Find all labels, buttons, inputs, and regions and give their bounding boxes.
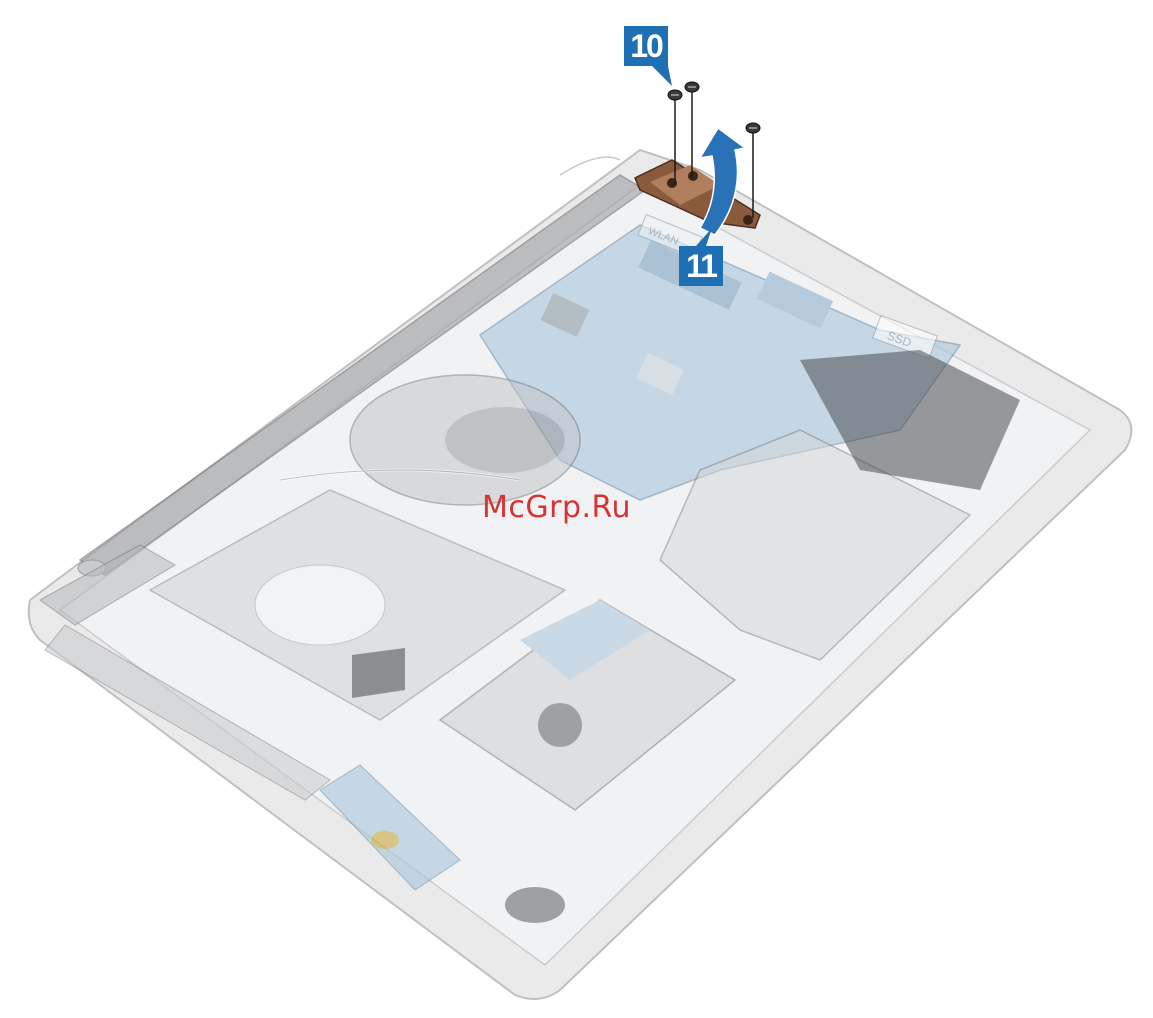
- system-fan: [350, 375, 580, 505]
- callout-number-11: 11: [679, 246, 723, 286]
- speaker-left: [505, 887, 565, 923]
- watermark-text: McGrp.Ru: [482, 490, 631, 525]
- screw-icon: [685, 82, 699, 178]
- callout-number-10: 10: [624, 26, 668, 66]
